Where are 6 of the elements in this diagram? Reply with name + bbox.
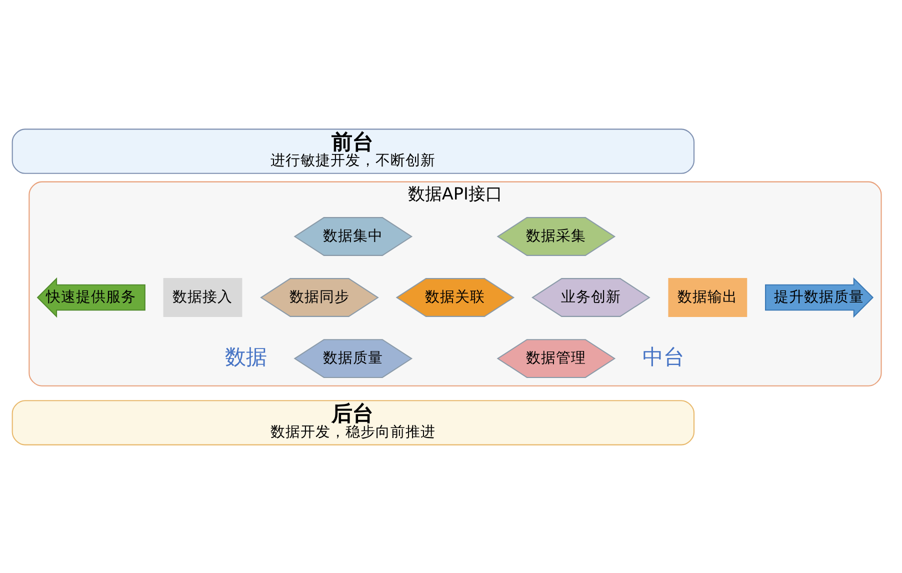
label: 数据 — [224, 344, 267, 368]
node-box: 数据接入 — [163, 278, 242, 316]
node-box: 数据输出 — [668, 278, 748, 316]
node-box: 前台 进行敏捷开发，不断创新 — [12, 128, 695, 174]
label: 中台 — [642, 344, 684, 368]
node-box: 后台 数据开发，稳步向前推进 — [12, 400, 695, 445]
